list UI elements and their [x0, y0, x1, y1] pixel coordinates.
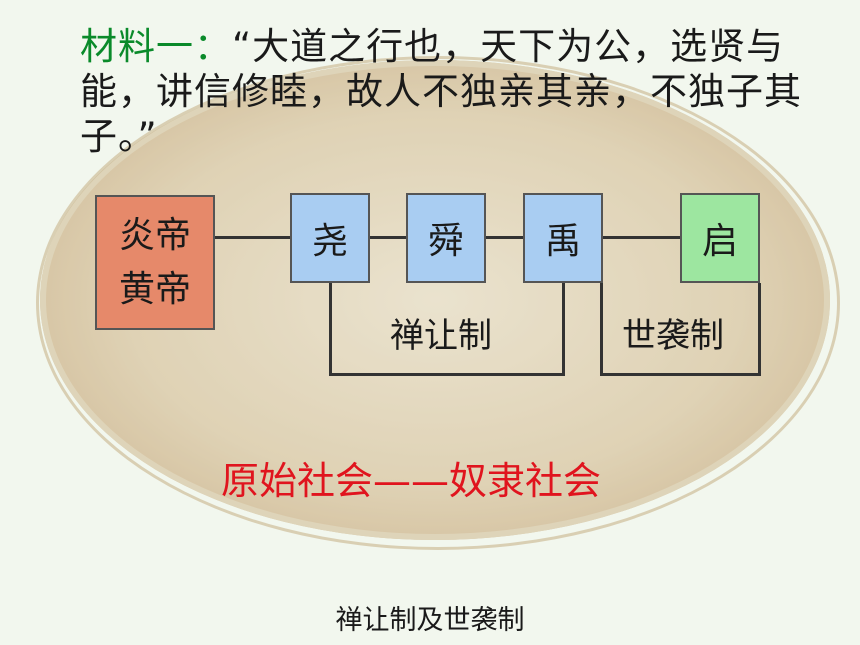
era-text: 原始社会——奴隶社会	[221, 459, 602, 503]
box-shun: 舜	[406, 193, 486, 283]
box-a-line2: 黄帝	[118, 268, 191, 310]
box-qi: 启	[680, 193, 760, 283]
background-oval-ring	[36, 56, 840, 550]
caption: 禅让制及世袭制	[335, 605, 525, 636]
bracket-shixi-right	[758, 283, 761, 375]
quote-text: 材料一：“大道之行也，天下为公，选贤与能，讲信修睦，故人不独亲其亲，不独子其子。…	[80, 24, 820, 159]
connector-yao-shun	[370, 236, 406, 239]
quote-label: 材料一：	[80, 25, 232, 68]
connector-shun-yu	[486, 236, 523, 239]
box-a-line1: 炎帝	[118, 214, 191, 256]
bracket-shanrang-bottom	[329, 373, 565, 376]
box-yao: 尧	[290, 193, 370, 283]
label-shixi: 世袭制	[622, 316, 724, 356]
label-shanrang: 禅让制	[390, 316, 492, 356]
bracket-shixi-left	[600, 283, 603, 375]
box-yu: 禹	[523, 193, 603, 283]
connector-a-yao	[215, 236, 290, 239]
bracket-shixi-bottom	[600, 373, 761, 376]
bracket-shanrang-left	[329, 283, 332, 375]
box-yandi-huangdi: 炎帝 黄帝	[95, 195, 215, 330]
quote-body: “大道之行也，天下为公，选贤与能，讲信修睦，故人不独亲其亲，不独子其子。”	[80, 25, 802, 158]
bracket-shanrang-right	[562, 283, 565, 375]
connector-yu-qi	[603, 236, 680, 239]
